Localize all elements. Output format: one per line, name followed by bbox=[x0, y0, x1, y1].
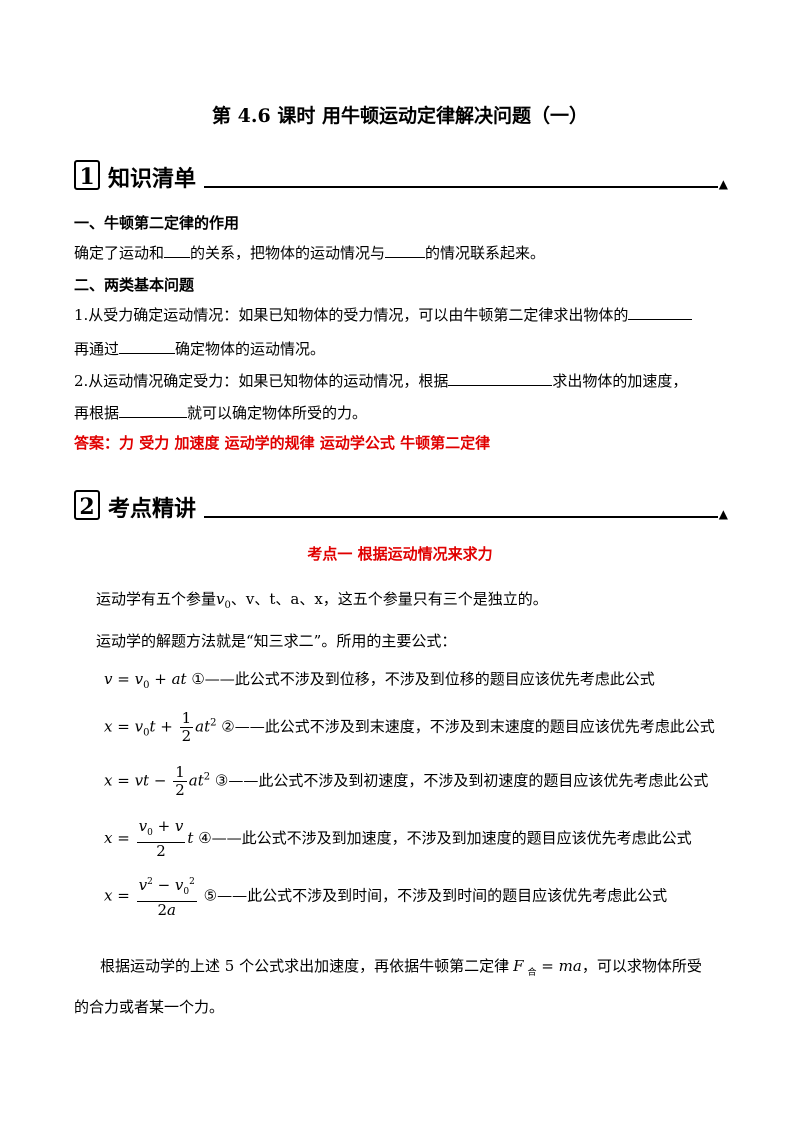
subheading-role: 一、牛顿第二定律的作用 bbox=[74, 214, 240, 232]
section-number-badge: 2 bbox=[74, 490, 100, 520]
section-rule bbox=[204, 186, 718, 188]
fill-blank bbox=[119, 339, 176, 354]
fill-blank bbox=[164, 243, 191, 258]
paragraph-parameters: 运动学有五个参量v0、v、t、a、x，这五个参量只有三个是独立的。 bbox=[96, 590, 548, 611]
formula-number: ⑤ bbox=[203, 886, 218, 905]
section-heading: 知识清单 bbox=[108, 166, 197, 192]
formula-number: ④ bbox=[198, 829, 212, 847]
formula-description: ——此公式不涉及到时间，不涉及到时间的题目应该优先考虑此公式 bbox=[217, 886, 668, 905]
formula-number: ② bbox=[221, 717, 235, 736]
formula-number: ① bbox=[191, 670, 205, 688]
formula-description: ——此公式不涉及到加速度，不涉及到加速度的题目应该优先考虑此公式 bbox=[211, 829, 692, 847]
answer-line: 答案：力 受力 加速度 运动学的规律 运动学公式 牛顿第二定律 bbox=[74, 434, 491, 452]
paragraph-problem-2: 2.从运动情况确定受力：如果已知物体的运动情况，根据求出物体的加速度， bbox=[74, 371, 688, 390]
section-rule bbox=[204, 516, 718, 518]
section-heading: 考点精讲 bbox=[108, 496, 197, 522]
paragraph-problem-2-cont: 再根据就可以确定物体所受的力。 bbox=[74, 403, 368, 422]
fill-blank bbox=[628, 305, 693, 320]
paragraph-role: 确定了运动和的关系，把物体的运动情况与的情况联系起来。 bbox=[74, 243, 546, 262]
paragraph-method: 运动学的解题方法就是“知三求二”。所用的主要公式： bbox=[96, 632, 457, 650]
paragraph-problem-1-cont: 再通过确定物体的运动情况。 bbox=[74, 339, 326, 358]
fill-blank bbox=[448, 371, 553, 386]
triangle-marker-icon: ▲ bbox=[718, 507, 728, 521]
formula-1: v = v0 + at ①——此公式不涉及到位移，不涉及到位移的题目应该优先考虑… bbox=[104, 670, 655, 691]
page-title: 第 4.6 课时 用牛顿运动定律解决问题（一） bbox=[212, 105, 588, 127]
section-header-key-points: 2 考点精讲 ▲ bbox=[74, 488, 728, 528]
formula-description: ——此公式不涉及到初速度，不涉及到初速度的题目应该优先考虑此公式 bbox=[228, 771, 709, 790]
paragraph-problem-1: 1.从受力确定运动情况：如果已知物体的受力情况，可以由牛顿第二定律求出物体的 bbox=[74, 304, 693, 325]
section-header-knowledge: 1 知识清单 ▲ bbox=[74, 158, 728, 198]
fill-blank bbox=[385, 243, 426, 258]
formula-number: ③ bbox=[214, 771, 229, 790]
formula-description: ——此公式不涉及到位移，不涉及到位移的题目应该优先考虑此公式 bbox=[204, 670, 655, 688]
triangle-marker-icon: ▲ bbox=[718, 177, 728, 191]
key-point-title: 考点一 根据运动情况来求力 bbox=[307, 545, 493, 563]
fill-blank bbox=[119, 403, 188, 418]
paragraph-conclusion-cont: 的合力或者某一个力。 bbox=[74, 998, 225, 1016]
formula-description: ——此公式不涉及到末速度，不涉及到末速度的题目应该优先考虑此公式 bbox=[234, 717, 715, 736]
section-number-badge: 1 bbox=[74, 160, 100, 190]
subheading-problems: 二、两类基本问题 bbox=[74, 276, 195, 294]
